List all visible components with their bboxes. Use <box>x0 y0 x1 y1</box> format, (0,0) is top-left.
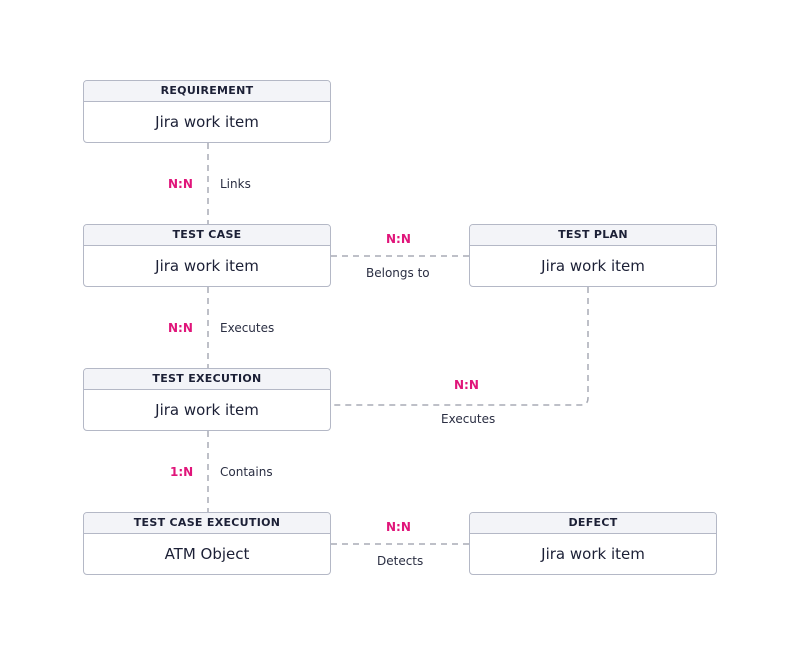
test-case-title: TEST CASE <box>84 225 330 246</box>
test-case-entity: TEST CASE Jira work item <box>83 224 331 287</box>
test-case-execution-title: TEST CASE EXECUTION <box>84 513 330 534</box>
test-execution-subtitle: Jira work item <box>155 401 259 419</box>
defect-title: DEFECT <box>470 513 716 534</box>
defect-subtitle: Jira work item <box>541 545 645 563</box>
test-execution-title: TEST EXECUTION <box>84 369 330 390</box>
test-case-execution-entity: TEST CASE EXECUTION ATM Object <box>83 512 331 575</box>
te-tce-cardinality: 1:N <box>170 465 194 479</box>
requirement-title: REQUIREMENT <box>84 81 330 102</box>
requirement-subtitle: Jira work item <box>155 113 259 131</box>
tc-te-label: Executes <box>220 321 275 335</box>
defect-entity: DEFECT Jira work item <box>469 512 717 575</box>
req-tc-cardinality: N:N <box>168 177 193 191</box>
connector-test-plan-test-execution <box>331 287 589 406</box>
test-execution-entity: TEST EXECUTION Jira work item <box>83 368 331 431</box>
tp-te-cardinality: N:N <box>454 378 479 392</box>
test-plan-entity: TEST PLAN Jira work item <box>469 224 717 287</box>
test-case-subtitle: Jira work item <box>155 257 259 275</box>
tce-defect-cardinality: N:N <box>386 520 411 534</box>
tc-te-cardinality: N:N <box>168 321 193 335</box>
test-plan-title: TEST PLAN <box>470 225 716 246</box>
tce-defect-label: Detects <box>377 554 424 568</box>
tp-te-label: Executes <box>441 412 496 426</box>
te-tce-label: Contains <box>220 465 273 479</box>
tc-tp-label: Belongs to <box>366 266 430 280</box>
requirement-entity: REQUIREMENT Jira work item <box>83 80 331 143</box>
test-case-execution-subtitle: ATM Object <box>164 545 250 563</box>
tc-tp-cardinality: N:N <box>386 232 411 246</box>
test-plan-subtitle: Jira work item <box>541 257 645 275</box>
req-tc-label: Links <box>220 177 251 191</box>
